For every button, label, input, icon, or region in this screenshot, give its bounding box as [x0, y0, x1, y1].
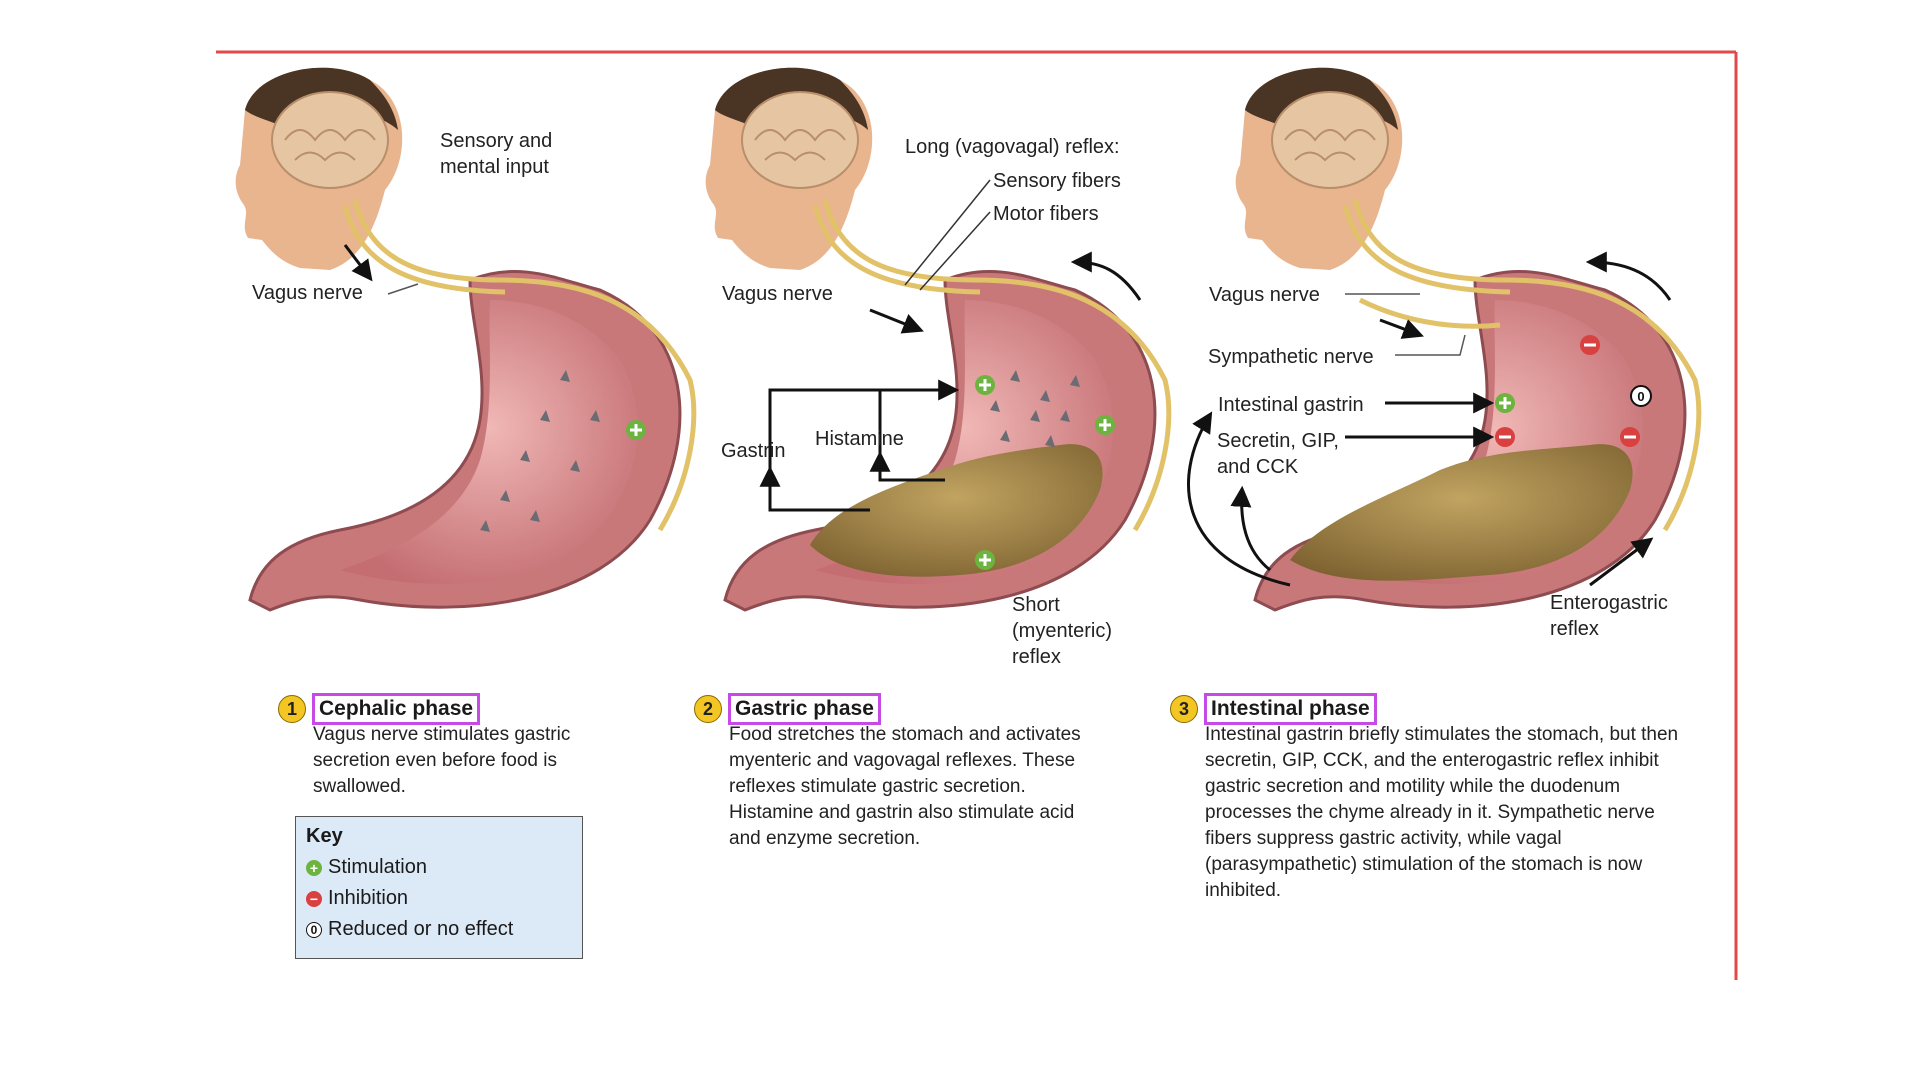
chyme-mass: [1290, 444, 1633, 581]
phase-title: Gastric phase: [728, 693, 881, 725]
secretin-gip-cck-label: Secretin, GIP, and CCK: [1217, 430, 1339, 478]
zero-icon: 0: [306, 921, 322, 938]
stomach-icon: [723, 269, 1157, 612]
intestinal-phase-description: Intestinal gastrin briefly stimulates th…: [1205, 724, 1679, 901]
sympathetic-nerve-label: Sympathetic nerve: [1208, 346, 1374, 368]
key-item-label: Stimulation: [328, 856, 427, 878]
gastric-phase-heading: 2 Gastric phase: [694, 693, 881, 725]
key-item-label: Reduced or no effect: [328, 918, 514, 940]
intestinal-gastrin-label: Intestinal gastrin: [1218, 394, 1364, 416]
stimulation-marker-cross: [630, 424, 642, 436]
panel3-illustration: 0: [1187, 67, 1702, 612]
phase-number-badge: 1: [278, 695, 306, 723]
gastrin-label: Gastrin: [721, 440, 786, 462]
label-leaders: [1345, 293, 1466, 356]
key-item-no-effect: 0 Reduced or no effect: [306, 914, 572, 945]
key-legend: Key + Stimulation − Inhibition 0 Reduced…: [295, 816, 583, 959]
vagus-nerve-line: [342, 199, 697, 532]
short-reflex-label: Short (myenteric) reflex: [1012, 594, 1113, 668]
long-reflex-label: Long (vagovagal) reflex:: [905, 136, 1120, 158]
vagus-nerve-line: [812, 199, 1172, 532]
cephalic-phase-description: Vagus nerve stimulates gastric secretion…: [313, 724, 571, 797]
phase-number-badge: 3: [1170, 695, 1198, 723]
key-title: Key: [306, 825, 343, 847]
motor-fibers-label: Motor fibers: [993, 203, 1099, 225]
cephalic-phase-heading: 1 Cephalic phase: [278, 693, 481, 725]
vagus-nerve-label: Vagus nerve: [1209, 284, 1320, 306]
sensory-input-label: Sensory and mental input: [440, 130, 553, 178]
intestinal-phase-heading: 3 Intestinal phase: [1170, 693, 1377, 725]
panel2-illustration: [705, 67, 1172, 612]
vagus-nerve-label: Vagus nerve: [252, 282, 363, 304]
key-item-label: Inhibition: [328, 887, 409, 909]
histamine-label: Histamine: [815, 428, 904, 450]
plus-icon: +: [306, 859, 322, 876]
svg-text:0: 0: [1637, 389, 1644, 404]
phase-title: Cephalic phase: [312, 693, 481, 725]
reflex-arrows: [1187, 251, 1672, 587]
minus-icon: −: [306, 890, 322, 907]
stimulation-marker: [975, 375, 1115, 570]
effect-markers: 0: [1495, 335, 1652, 447]
panel1-illustration: [235, 67, 697, 612]
chyme-mass: [810, 444, 1103, 577]
reflex-arrows: [759, 251, 1142, 512]
long-reflex-leaders: [904, 179, 991, 291]
vagus-leader: [387, 283, 419, 295]
stomach-icon: [248, 269, 682, 612]
phase-number-badge: 2: [694, 695, 722, 723]
key-item-inhibition: − Inhibition: [306, 883, 572, 914]
enterogastric-reflex-label: Enterogastric reflex: [1550, 592, 1668, 640]
vagus-nerve-label: Vagus nerve: [722, 283, 833, 305]
vagus-nerve-line: [1342, 199, 1702, 532]
key-item-stimulation: + Stimulation: [306, 852, 572, 883]
sensory-fibers-label: Sensory fibers: [993, 170, 1121, 192]
vagus-arrow: [343, 244, 373, 282]
gastric-phase-description: Food stretches the stomach and activates…: [729, 724, 1081, 849]
phase-title: Intestinal phase: [1204, 693, 1377, 725]
